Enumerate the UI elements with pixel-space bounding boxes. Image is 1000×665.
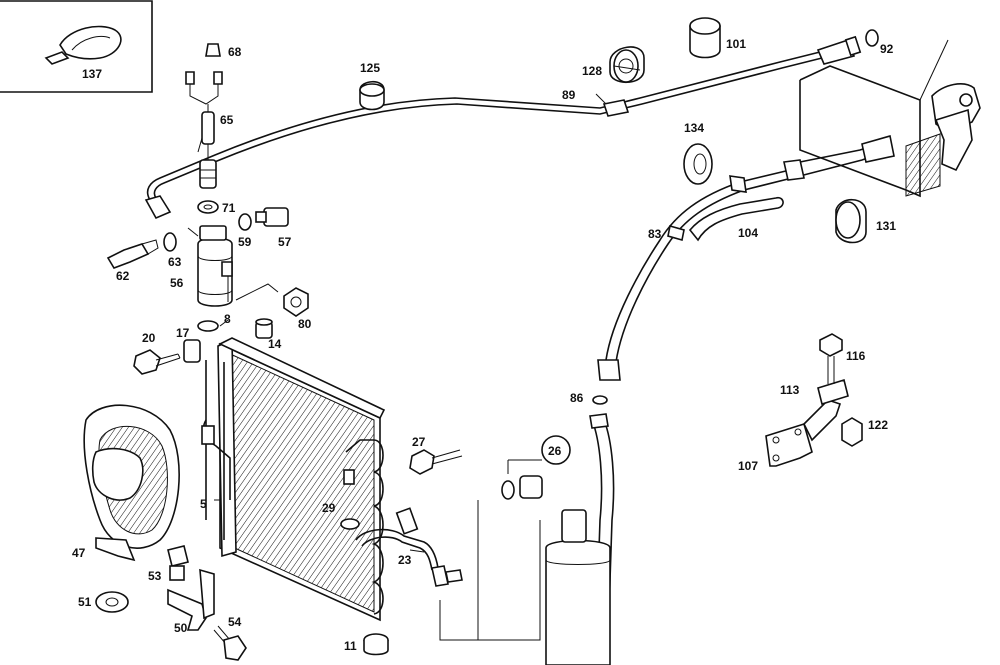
callout-65: 65 (220, 113, 234, 127)
callout-134: 134 (684, 121, 704, 135)
evaporator-unit[interactable] (799, 39, 981, 198)
callout-53: 53 (148, 569, 162, 583)
grommet-14[interactable] (255, 318, 273, 339)
washer-71[interactable] (197, 200, 219, 214)
callout-83: 83 (648, 227, 662, 241)
callout-131: 131 (876, 219, 896, 233)
grommet-101[interactable] (689, 17, 721, 59)
callout-122: 122 (868, 418, 888, 432)
clamp-113[interactable] (817, 378, 849, 406)
grommet-11[interactable] (363, 633, 389, 656)
grommet-134[interactable] (683, 143, 713, 185)
washer-8[interactable] (197, 320, 219, 332)
grommet-125[interactable] (359, 80, 385, 111)
callout-62: 62 (116, 269, 130, 283)
callout-57: 57 (278, 235, 292, 249)
callout-14: 14 (268, 337, 282, 351)
callout-113: 113 (780, 383, 800, 397)
washer-59[interactable] (238, 213, 252, 231)
accumulator-dryer[interactable] (545, 509, 611, 665)
grommet-17[interactable] (183, 339, 201, 363)
callout-104: 104 (738, 226, 758, 240)
hose-104[interactable] (688, 196, 784, 242)
callout-80: 80 (298, 317, 312, 331)
callout-27: 27 (412, 435, 426, 449)
callout-71: 71 (222, 201, 236, 215)
callout-68: 68 (228, 45, 242, 59)
leader-lines (187, 65, 641, 553)
accumulator-line-86[interactable] (589, 395, 615, 641)
callout-107: 107 (738, 459, 758, 473)
grommet-51[interactable] (95, 591, 129, 613)
bracket-107[interactable] (765, 399, 842, 467)
temperature-sensor-62[interactable] (106, 239, 159, 269)
washer-63[interactable] (163, 232, 177, 252)
receiver-drier-56[interactable] (197, 225, 233, 307)
nut-122[interactable] (841, 417, 863, 447)
callout-labels: 68 65 71 59 57 62 63 56 8 80 14 17 20 12… (72, 37, 896, 653)
fan-shroud-47[interactable] (83, 404, 180, 562)
callout-128: 128 (582, 64, 602, 78)
callout-17: 17 (176, 326, 190, 340)
bracket-50[interactable] (167, 568, 215, 631)
callout-47: 47 (72, 546, 86, 560)
callout-116: 116 (846, 349, 866, 363)
condenser-5[interactable] (201, 337, 386, 622)
bolt-116[interactable] (819, 333, 843, 384)
callout-86: 86 (570, 391, 584, 405)
washer-29[interactable] (340, 518, 360, 530)
inset-box: 137 (0, 0, 153, 93)
callout-8: 8 (224, 312, 231, 326)
callout-92: 92 (880, 42, 894, 56)
refrigerant-line-89[interactable] (144, 35, 862, 220)
kit-26[interactable] (439, 435, 571, 641)
callout-54: 54 (228, 615, 242, 629)
refrigerant-line-23[interactable] (355, 507, 463, 587)
callout-63: 63 (168, 255, 182, 269)
pressure-switch-assembly[interactable] (185, 43, 223, 189)
callout-51: 51 (78, 595, 92, 609)
screw-54[interactable] (213, 625, 247, 661)
callout-29: 29 (322, 501, 336, 515)
callout-101: 101 (726, 37, 746, 51)
bolt-20[interactable] (133, 349, 181, 375)
nut-80[interactable] (283, 287, 309, 317)
callout-11: 11 (344, 639, 357, 653)
callout-59: 59 (238, 235, 252, 249)
callout-125: 125 (360, 61, 380, 75)
washer-92[interactable] (865, 29, 879, 47)
mount-53[interactable] (167, 545, 189, 581)
grommet-128[interactable] (609, 46, 645, 84)
grommet-131[interactable] (835, 198, 867, 244)
callout-26: 26 (548, 444, 562, 458)
callout-23: 23 (398, 553, 412, 567)
callout-5: 5 (200, 497, 207, 511)
callout-56: 56 (170, 276, 184, 290)
fitting-57[interactable] (255, 207, 289, 227)
callout-20: 20 (142, 331, 156, 345)
callout-50: 50 (174, 621, 188, 635)
screw-27[interactable] (409, 449, 463, 475)
callout-137: 137 (82, 67, 102, 81)
callout-89: 89 (562, 88, 576, 102)
cable-tie-part[interactable] (44, 25, 122, 65)
hose-83[interactable] (597, 134, 895, 381)
